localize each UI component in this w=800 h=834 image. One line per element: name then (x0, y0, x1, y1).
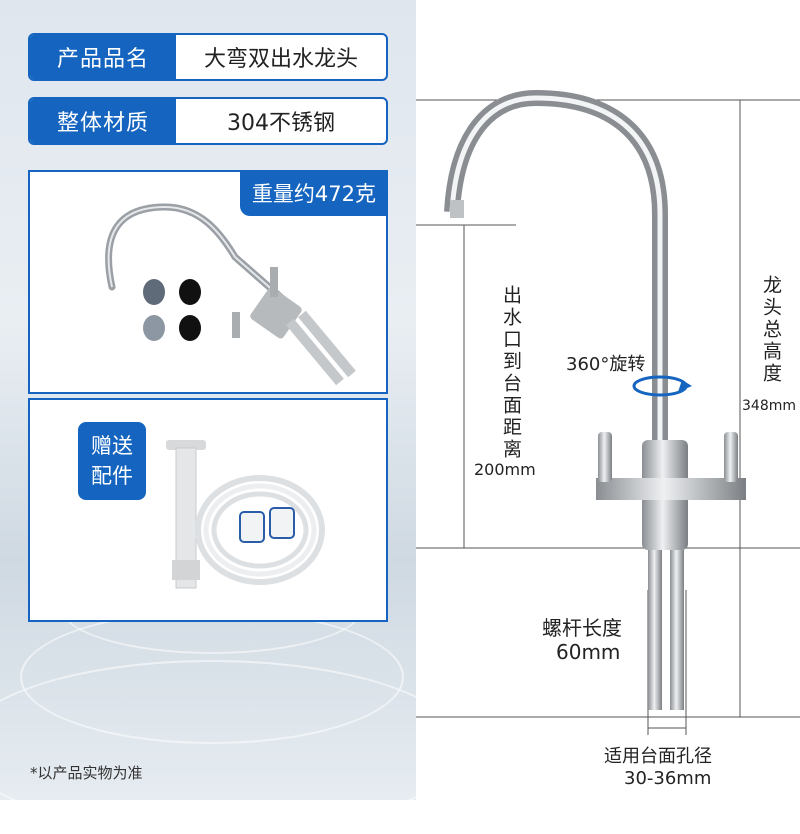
accessories-card: 赠送 配件 (28, 398, 388, 622)
water-ripple (0, 660, 464, 834)
rod-length-label: 螺杆长度 (542, 616, 622, 640)
faucet-thumbnail (105, 203, 356, 386)
hole-size-label: 适用台面孔径 (604, 746, 712, 767)
product-card: 重量约472克 (28, 170, 388, 394)
spec-row-material: 整体材质 304不锈钢 (28, 97, 388, 145)
spec-label: 整体材质 (30, 99, 176, 143)
disclaimer-note: *以产品实物为准 (30, 764, 143, 782)
spec-value: 大弯双出水龙头 (203, 47, 358, 72)
hole-size-value: 30-36mm (624, 768, 712, 789)
outlet-height-label: 出水口到台面距离 (500, 285, 522, 461)
total-height-label: 龙头总高度 (760, 275, 782, 385)
rod-length-value: 60mm (556, 640, 621, 664)
accessories-image (166, 440, 325, 589)
gift-badge-line2: 配件 (91, 464, 133, 488)
gift-badge-line1: 赠送 (91, 434, 133, 458)
rotation-label: 360°旋转 (566, 354, 646, 375)
total-height-value: 348mm (742, 398, 796, 414)
gift-badge: 赠送 配件 (78, 422, 146, 500)
weight-badge: 重量约472克 (239, 170, 388, 216)
spec-label: 产品品名 (30, 35, 176, 79)
outlet-height-value: 200mm (474, 460, 536, 479)
spec-row-name: 产品品名 大弯双出水龙头 (28, 33, 388, 81)
faucet-diagram (416, 89, 800, 735)
spec-value: 304不锈钢 (227, 111, 335, 136)
